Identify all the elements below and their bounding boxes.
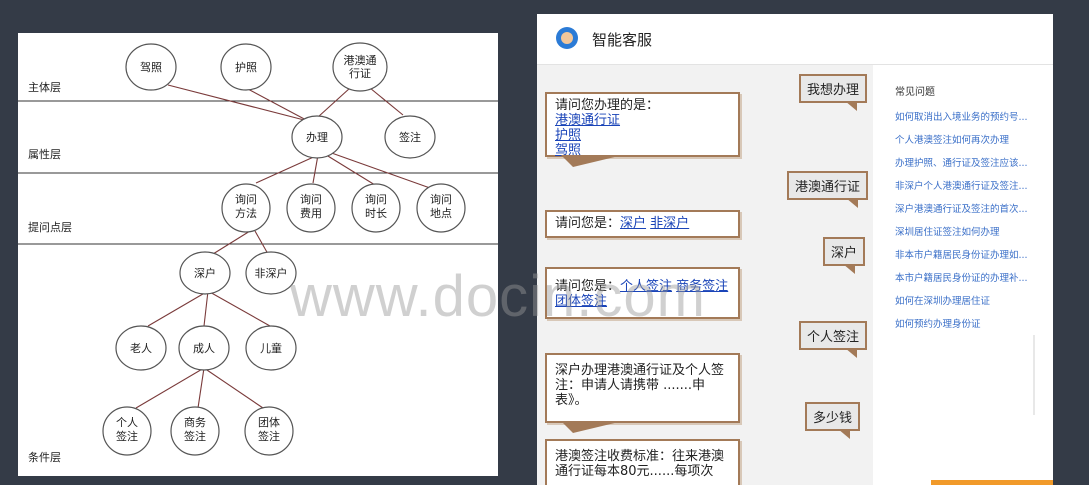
layer-label-subject: 主体层 [28,80,61,94]
node-child: 儿童 [245,325,297,371]
user-message: 深户 [823,237,866,274]
svg-text:地点: 地点 [430,207,452,220]
option-link-business-endorsement[interactable]: 商务签注 [676,279,729,294]
node-driver-license: 驾照 [125,43,177,91]
node-apply: 办理 [291,115,343,159]
diagram-canvas: 主体层 属性层 提问点层 条件层 驾照 护照 港澳通 行证 办理 [18,42,498,464]
faq-item[interactable]: 如何取消出入境业务的预约号... [895,112,1028,123]
faq-item[interactable]: 非深户个人港澳通行证及签注... [895,181,1028,192]
node-ask-method: 询问 方法 [221,183,271,233]
user-message: 港澳通行证 [787,171,869,208]
faq-title: 常见问题 [895,87,935,98]
faq-item[interactable]: 办理护照、通行证及签注应该... [895,158,1028,169]
svg-text:询问: 询问 [300,193,322,206]
node-adult: 成人 [178,325,230,371]
faq-item[interactable]: 深圳居住证签注如何办理 [895,227,1000,238]
option-link-group-endorsement[interactable]: 团体签注 [555,294,608,309]
option-link-personal-endorsement[interactable]: 个人签注 [620,279,673,294]
user-message: 多少钱 [805,402,861,439]
svg-text:商务: 商务 [184,415,206,429]
accent-bar [931,480,1053,485]
user-message: 我想办理 [799,74,868,111]
user-message-text: 个人签注 [807,330,860,345]
node-non-shenzhen-resident: 非深户 [245,251,297,295]
faq-item[interactable]: 如何在深圳办理居住证 [895,296,991,307]
node-ask-fee: 询问 费用 [286,183,336,233]
node-ask-duration: 询问 时长 [351,183,401,233]
option-link-non-shenzhen-resident[interactable]: 非深户 [650,216,690,231]
bot-message-text: 请问您是： [555,216,621,231]
faq-scrollbar[interactable] [1033,335,1035,415]
node-passport: 护照 [220,43,272,91]
bot-message-text: 港澳签注收费标准：往来港澳通行证每本80元......每项次 [555,449,725,479]
svg-text:方法: 方法 [235,206,257,220]
node-group-endorsement: 团体 签注 [244,406,294,456]
svg-text:非深户: 非深户 [255,266,288,280]
bot-message: 请问您办理的是： 港澳通行证 护照 驾照 [545,92,740,167]
user-message-text: 港澳通行证 [795,180,861,195]
svg-text:询问: 询问 [430,193,452,206]
user-message-text: 我想办理 [807,83,860,98]
svg-text:费用: 费用 [300,207,322,220]
svg-text:签注: 签注 [258,429,280,443]
bot-message: 请问您是：个人签注 商务签注 团体签注 [545,267,740,319]
svg-text:询问: 询问 [235,193,257,206]
knowledge-diagram: 主体层 属性层 提问点层 条件层 驾照 护照 港澳通 行证 办理 [18,33,498,476]
node-business-endorsement: 商务 签注 [170,406,220,456]
node-shenzhen-resident: 深户 [179,251,231,295]
svg-text:个人: 个人 [116,416,138,429]
option-link-shenzhen-resident[interactable]: 深户 [620,216,647,231]
svg-text:护照: 护照 [235,60,257,74]
faq-item[interactable]: 深户港澳通行证及签注的首次... [895,204,1028,215]
bot-message-text: 请问您办理的是： [555,98,660,113]
faq-item[interactable]: 本市户籍居民身份证的办理补... [895,273,1028,284]
bot-message-text: 深户办理港澳通行证及个人签注：申请人请携带 .......申表》。 [555,363,725,408]
user-message: 个人签注 [799,321,868,358]
svg-text:行证: 行证 [349,67,371,80]
bot-message: 港澳签注收费标准：往来港澳通行证每本80元......每项次 [545,439,740,485]
svg-text:成人: 成人 [193,342,215,355]
faq-item[interactable]: 如何预约办理身份证 [895,319,981,330]
chat-title: 智能客服 [592,31,653,49]
layer-label-question: 提问点层 [28,221,72,234]
option-link-driver-license[interactable]: 驾照 [555,143,582,158]
node-hk-macau-permit: 港澳通 行证 [332,42,388,92]
chat-message-area[interactable]: 请问您办理的是： 港澳通行证 护照 驾照 我想办理 港澳通行证 请问您是：深户 … [537,65,873,485]
node-personal-endorsement: 个人 签注 [102,406,152,456]
bot-message: 请问您是：深户 非深户 [545,210,740,238]
option-link-passport[interactable]: 护照 [555,128,582,143]
agent-avatar-icon [556,27,578,49]
faq-panel: 常见问题 如何取消出入境业务的预约号... 个人港澳签注如何再次办理 办理护照、… [875,65,1053,485]
bot-message-text: 请问您是： [555,279,621,294]
chat-header: 智能客服 [537,14,1053,65]
svg-text:团体: 团体 [258,415,280,429]
node-endorsement: 签注 [384,115,436,159]
layer-label-condition: 条件层 [28,450,61,464]
svg-text:签注: 签注 [399,130,421,144]
user-message-text: 多少钱 [813,411,853,426]
user-message-text: 深户 [831,246,858,261]
svg-text:办理: 办理 [306,131,328,144]
svg-text:签注: 签注 [116,429,138,443]
svg-text:老人: 老人 [130,342,152,355]
option-link-hk-macau-permit[interactable]: 港澳通行证 [555,113,621,128]
diagram-edges [135,84,431,409]
svg-text:深户: 深户 [194,266,216,280]
bot-message: 深户办理港澳通行证及个人签注：申请人请携带 .......申表》。 [545,353,740,433]
node-elderly: 老人 [115,325,167,371]
svg-text:询问: 询问 [365,193,387,206]
svg-text:驾照: 驾照 [140,61,162,74]
layer-label-attribute: 属性层 [28,147,61,161]
svg-text:签注: 签注 [184,429,206,443]
svg-text:儿童: 儿童 [260,341,282,355]
svg-text:时长: 时长 [365,207,387,220]
faq-item[interactable]: 非本市户籍居民身份证办理如... [895,250,1028,261]
chat-window: 智能客服 请问您办理的是： 港澳通行证 护照 驾照 我想办理 港澳通行证 请问您… [537,14,1053,485]
node-ask-location: 询问 地点 [416,183,466,233]
svg-text:港澳通: 港澳通 [344,54,377,67]
faq-item[interactable]: 个人港澳签注如何再次办理 [895,135,1010,146]
